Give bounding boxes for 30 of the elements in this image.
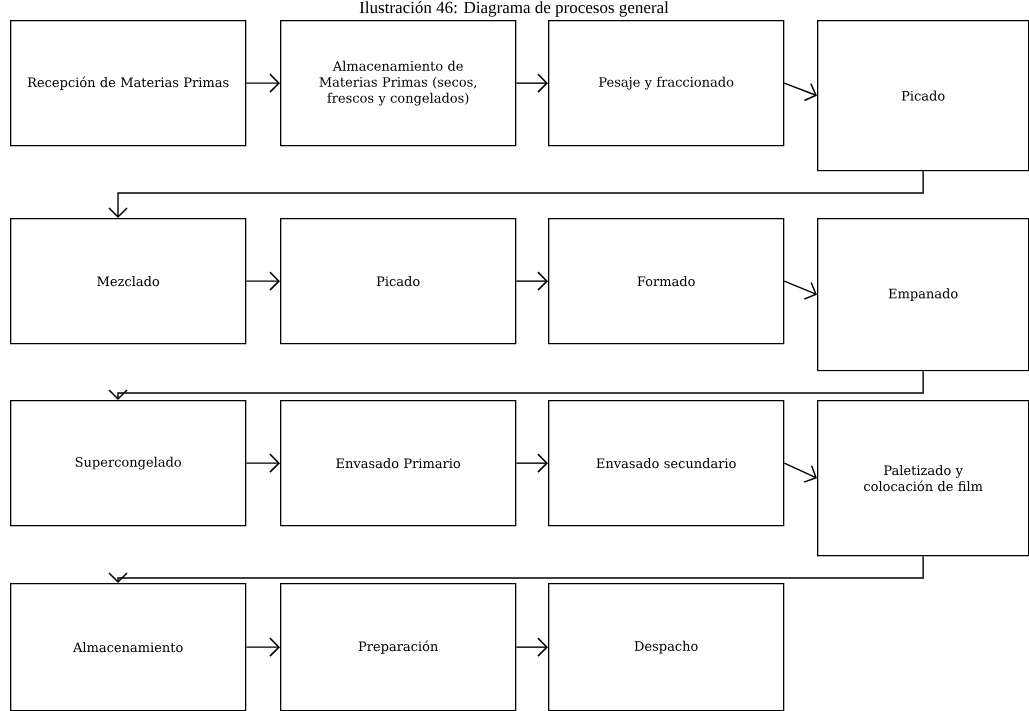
- process-box: Envasado secundario: [548, 400, 785, 527]
- process-box: Almacenamiento: [10, 583, 247, 711]
- arrow: [515, 271, 548, 291]
- process-box: Picado: [817, 20, 1029, 172]
- arrow: [108, 555, 924, 583]
- process-box: Recepción de Materias Primas: [10, 20, 247, 147]
- arrow: [783, 462, 817, 483]
- process-box: Empanado: [817, 218, 1029, 372]
- arrow: [108, 170, 924, 218]
- arrow: [245, 637, 280, 657]
- process-box: Despacho: [548, 583, 785, 711]
- arrow: [245, 73, 280, 93]
- process-box: Paletizado y colocación de film: [817, 400, 1029, 557]
- process-box: Mezclado: [10, 218, 247, 345]
- arrow: [515, 73, 548, 93]
- process-box: Picado: [280, 218, 517, 345]
- arrow: [515, 637, 548, 657]
- process-box: Supercongelado: [10, 400, 247, 527]
- arrow: [108, 370, 924, 400]
- process-box: Formado: [548, 218, 785, 345]
- process-box: Envasado Primario: [280, 400, 517, 527]
- process-box: Preparación: [280, 583, 517, 711]
- arrow: [783, 82, 817, 102]
- process-box: Almacenamiento de Materias Primas (secos, frescos y congelados): [280, 20, 517, 147]
- title: Ilustración 46: Diagrama de procesos general: [359, 1, 669, 17]
- arrow: [245, 271, 280, 291]
- arrow: [783, 280, 817, 300]
- process-box: Pesaje y fraccionado: [548, 20, 785, 147]
- arrow: [245, 453, 280, 473]
- arrow: [515, 453, 548, 473]
